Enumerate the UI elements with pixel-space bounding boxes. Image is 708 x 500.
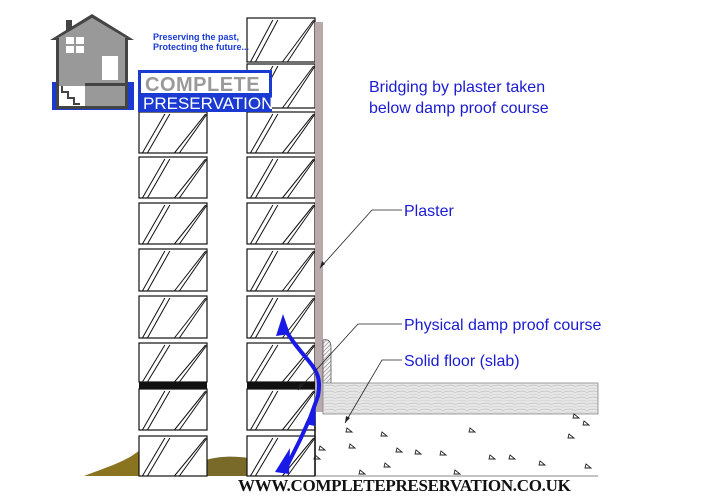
dpc-upstand: [322, 339, 332, 384]
aggregate-stone: [358, 469, 367, 475]
aggregate-stone: [538, 460, 547, 466]
brick: [246, 156, 316, 199]
company-logo: Preserving the past, Protecting the futu…: [50, 14, 273, 113]
arrowhead-bottom: [275, 448, 290, 474]
outer-leaf-bricks: [138, 111, 208, 477]
aggregate-stone: [567, 433, 576, 439]
rising-damp-arrow: [275, 314, 322, 474]
aggregate-stone: [488, 454, 497, 460]
brick: [138, 248, 208, 292]
floor-slab: [322, 382, 599, 415]
footer-url: WWW.COMPLETEPRESERVATION.CO.UK: [238, 476, 572, 495]
ground-soil: [84, 450, 140, 476]
aggregate-stone: [439, 450, 448, 456]
brick: [138, 342, 208, 383]
brick: [138, 156, 208, 199]
heading-line-2: below damp proof course: [369, 100, 549, 117]
aggregate-stone: [318, 445, 327, 451]
aggregate-stone: [383, 462, 392, 468]
floor-leader-arrow: [345, 416, 350, 423]
house-icon: [50, 14, 134, 109]
brick: [246, 248, 316, 292]
logo-tagline-2: Protecting the future...: [153, 42, 249, 52]
aggregate-stone: [468, 427, 477, 433]
ground-soil-cavity: [206, 456, 248, 476]
aggregate-stone: [582, 420, 591, 426]
brick: [138, 388, 208, 431]
brick: [138, 435, 208, 477]
logo-word-complete: COMPLETE: [145, 74, 260, 96]
aggregate-stone: [508, 454, 517, 460]
dpc-leader: [297, 323, 402, 391]
logo-tagline-1: Preserving the past,: [153, 32, 239, 42]
aggregate-stone: [584, 463, 593, 469]
plaster-leader-arrow: [320, 261, 325, 268]
aggregate-stone: [395, 447, 404, 453]
floor-leader: [344, 359, 402, 424]
aggregate-stone: [453, 469, 462, 475]
brick: [246, 111, 316, 154]
arrowhead-top: [276, 314, 290, 336]
dpc-band-outer: [139, 382, 207, 389]
aggregate-stone: [572, 413, 581, 419]
label-solid-floor: Solid floor (slab): [404, 353, 520, 370]
brick: [246, 342, 316, 383]
brick: [138, 295, 208, 339]
brick: [246, 388, 316, 431]
brick: [246, 202, 316, 245]
dpc-band-inner: [247, 382, 315, 389]
label-dpc: Physical damp proof course: [404, 317, 602, 334]
brick: [138, 111, 208, 154]
plaster-leader: [319, 209, 402, 269]
aggregate-stone: [380, 431, 389, 437]
aggregate-stone: [345, 427, 354, 433]
brick: [246, 17, 316, 63]
plaster-layer: [315, 22, 323, 412]
hardcore-aggregate: [313, 413, 593, 475]
aggregate-stone: [348, 443, 357, 449]
label-plaster: Plaster: [404, 203, 454, 220]
aggregate-stone: [313, 454, 322, 460]
logo-word-preservation: PRESERVATION: [143, 94, 273, 113]
aggregate-stone: [414, 449, 423, 455]
arrowhead-mid: [305, 404, 316, 426]
heading-line-1: Bridging by plaster taken: [369, 79, 545, 96]
dpc-leader-arrow: [298, 383, 303, 390]
brick: [138, 202, 208, 245]
